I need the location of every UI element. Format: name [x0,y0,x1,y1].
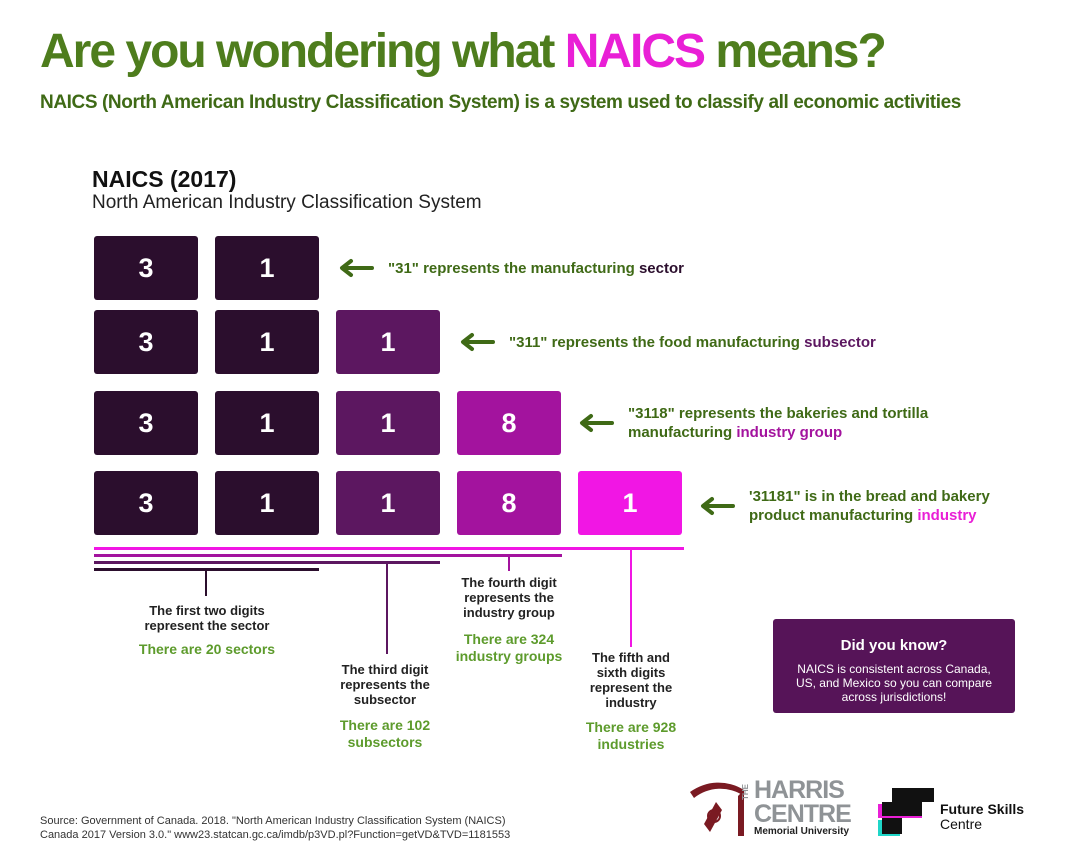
row-label-subsector: "311" represents the food manufacturing … [459,332,876,352]
digit-box: 3 [94,471,198,535]
industry-bracket-line [94,547,684,550]
industry-connector [630,550,632,647]
subsector-count: There are 102 subsectors [339,717,431,750]
digit-box: 1 [215,310,319,374]
subsector-note: The third digit represents the subsector [340,662,430,707]
page-subtitle: NAICS (North American Industry Classific… [40,92,961,113]
title-part-2: means? [704,25,886,78]
digit-box: 3 [94,310,198,374]
row-text: "31" represents the manufacturing [388,259,639,277]
sector-count: There are 20 sectors [138,641,276,657]
arrow-left-icon [580,414,614,432]
title-part-1: Are you wondering what [40,25,565,78]
digit-box: 1 [578,471,682,535]
industry-group-note: The fourth digit represents the industry… [461,575,557,620]
row-label-industry: '31181" is in the bread and bakery produc… [699,487,990,525]
industry-count: There are 928 industries [585,719,677,752]
arrow-left-icon [340,259,374,277]
row-text: "311" represents the food manufacturing [509,333,805,351]
digit-box: 1 [215,471,319,535]
compass-icon [690,782,744,836]
future-skills-text: Future Skills [940,801,1025,817]
row-text: "3118" represents the bakeries and torti… [628,405,929,422]
centre-text: CENTRE [754,800,852,828]
harris-centre-logo: THE HARRIS CENTRE Memorial University [686,776,856,840]
arrow-left-icon [701,497,735,515]
sector-bracket-line [94,568,319,571]
did-you-know-title: Did you know? [840,637,948,654]
digit-box: 1 [215,391,319,455]
digit-box: 1 [336,310,440,374]
subsector-connector [386,564,388,654]
row-label-industry-group: "3118" represents the bakeries and torti… [578,404,928,442]
industry-group-connector [508,557,510,571]
industry-note: The fifth and sixth digits represent the… [589,650,673,710]
harris-text: HARRIS [754,776,845,804]
digit-box: 8 [457,471,561,535]
did-you-know-box: Did you know? NAICS is consistent across… [773,619,1015,713]
title-highlight: NAICS [564,25,706,78]
row-text-highlight: industry group [736,424,843,441]
industry-group-bracket-line [94,554,562,557]
source-citation: Source: Government of Canada. 2018. "Nor… [40,815,511,841]
row-text: '31181" is in the bread and bakery [749,488,990,505]
future-skills-centre-logo: Future Skills Centre [878,786,1058,838]
row-text-highlight: subsector [804,333,876,351]
row-text-line2: product manufacturing [749,507,918,524]
digit-box: 3 [94,391,198,455]
centre-text: Centre [940,816,983,832]
subsector-bracket-line [94,561,440,564]
row-text-highlight: industry [917,507,977,524]
digit-box: 1 [215,236,319,300]
digit-box: 3 [94,236,198,300]
memorial-university-text: Memorial University [754,826,850,837]
sector-connector [205,571,207,596]
diagram-subtitle: North American Industry Classification S… [92,192,482,213]
industry-group-count: There are 324 industry groups [455,631,563,664]
did-you-know-body: NAICS is consistent across Canada, US, a… [795,662,993,704]
arrow-left-icon [461,333,495,351]
row-label-sector: "31" represents the manufacturing sector [338,258,684,278]
digit-box: 1 [336,391,440,455]
future-skills-logo-icon [878,788,934,836]
row-text-line2: manufacturing [628,424,737,441]
digit-box: 8 [457,391,561,455]
row-text-highlight: sector [638,259,684,277]
digit-box: 1 [336,471,440,535]
page-title: Are you wondering what NAICS means? [40,24,887,79]
sector-note: The first two digits represent the secto… [144,603,270,633]
diagram-title: NAICS (2017) [92,166,237,192]
harris-the-text: THE [741,784,750,800]
